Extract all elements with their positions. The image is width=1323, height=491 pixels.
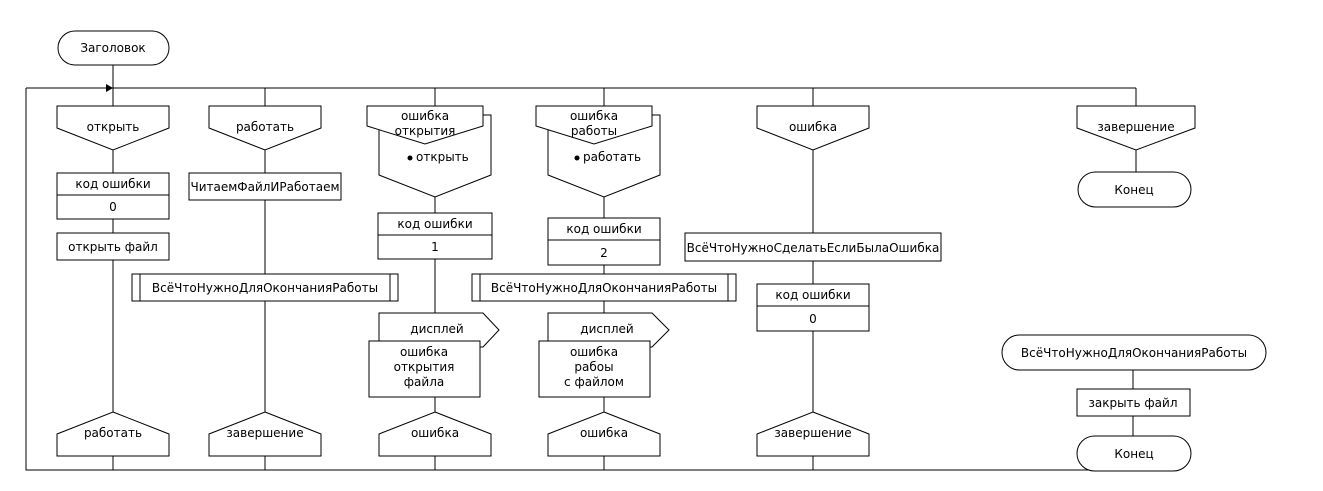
svg-text:открыть: открыть <box>416 150 469 164</box>
svg-text:2: 2 <box>600 246 608 260</box>
code-box-open-error-value <box>377 234 493 260</box>
branch-end-work <box>208 411 322 457</box>
svg-text:код ошибки: код ошибки <box>566 222 641 236</box>
column-work: работать ЧитаемФайлИРаботаем ВсёЧтоНужно… <box>131 105 399 457</box>
title-text: Заголовок <box>80 41 145 55</box>
arrow-icon <box>106 84 113 92</box>
svg-text:дисплей: дисплей <box>580 322 633 336</box>
branch-start-work-error <box>535 105 653 145</box>
svg-text:0: 0 <box>809 312 817 326</box>
branch-start-finish <box>1076 105 1196 151</box>
svg-text:0: 0 <box>109 200 117 214</box>
svg-text:ошибка: ошибка <box>580 426 628 440</box>
svg-text:завершение: завершение <box>226 426 303 440</box>
svg-text:работать: работать <box>583 150 641 164</box>
bullet-icon <box>407 155 413 161</box>
branch-start-open <box>56 105 170 151</box>
column-error: ошибка ВсёЧтоНужноСделатьЕслиБылаОшибка … <box>684 105 942 457</box>
svg-text:ошибка: ошибка <box>411 426 459 440</box>
svg-text:закрыть файл: закрыть файл <box>1088 396 1177 410</box>
svg-text:работать: работать <box>236 120 294 134</box>
branch-end-open-error <box>378 411 492 457</box>
action-open-file <box>56 232 170 261</box>
svg-text:ВсёЧтоНужноДляОкончанияРаботы: ВсёЧтоНужноДляОкончанияРаботы <box>152 281 378 295</box>
branch-end-error <box>756 411 870 457</box>
action-on-error <box>684 232 942 262</box>
branch-end-work-error <box>547 411 661 457</box>
branch-end-open <box>56 411 170 457</box>
svg-text:ВсёЧтоНужноДляОкончанияРаботы: ВсёЧтоНужноДляОкончанияРаботы <box>491 281 717 295</box>
branch-start-open-label: открыть <box>87 120 140 134</box>
subroutine: ВсёЧтоНужноДляОкончанияРаботы закрыть фа… <box>1001 334 1267 472</box>
svg-text:код ошибки: код ошибки <box>397 217 472 231</box>
svg-text:завершение: завершение <box>1097 120 1174 134</box>
branch-start-error <box>756 105 870 151</box>
branch-start-work <box>208 105 322 151</box>
terminal-end-subroutine <box>1076 435 1192 472</box>
message-open-error <box>368 340 481 398</box>
call-finish-subroutine <box>471 273 737 302</box>
action-read-and-work <box>188 172 342 201</box>
branch-start-open-error <box>366 105 484 145</box>
call-finish-subroutine <box>131 273 399 302</box>
svg-text:ЧитаемФайлИРаботаем: ЧитаемФайлИРаботаем <box>190 180 339 194</box>
terminal-end-main <box>1077 171 1192 208</box>
column-open: открыть код ошибки 0 открыть файл работа… <box>56 105 170 457</box>
svg-text:Конец: Конец <box>1114 447 1153 461</box>
svg-text:завершение: завершение <box>774 426 851 440</box>
svg-text:дисплей: дисплей <box>410 322 463 336</box>
bullet-icon <box>574 155 580 161</box>
message-work-error <box>538 340 651 398</box>
svg-text:Конец: Конец <box>1114 183 1153 197</box>
svg-text:код ошибки: код ошибки <box>775 288 850 302</box>
action-close-file <box>1076 388 1191 417</box>
column-finish: завершение Конец <box>1076 105 1196 208</box>
subroutine-title <box>1001 334 1267 371</box>
svg-text:ВсёЧтоНужноСделатьЕслиБылаОшиб: ВсёЧтоНужноСделатьЕслиБылаОшибка <box>687 241 940 255</box>
svg-text:1: 1 <box>431 240 439 254</box>
title-terminal: Заголовок <box>57 30 170 66</box>
code-box-work-error-value <box>547 239 661 266</box>
code-box-error-value <box>756 305 870 332</box>
svg-text:работать: работать <box>84 426 142 440</box>
svg-text:ВсёЧтоНужноДляОкончанияРаботы: ВсёЧтоНужноДляОкончанияРаботы <box>1021 346 1247 360</box>
svg-text:код ошибки: код ошибки <box>75 177 150 191</box>
svg-text:открыть файл: открыть файл <box>68 240 158 254</box>
svg-text:ошибка: ошибка <box>789 120 837 134</box>
code-box-open-value <box>56 194 170 220</box>
